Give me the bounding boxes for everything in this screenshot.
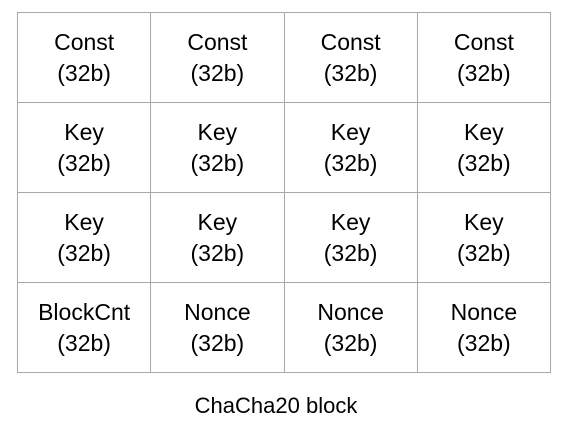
cell-name: Key: [464, 118, 504, 145]
cell-name: Key: [330, 208, 371, 235]
cell-key: Key (32b): [151, 193, 285, 283]
cell-const: Const (32b): [417, 13, 551, 103]
cell-name: Const: [187, 28, 248, 55]
cell-nonce: Nonce (32b): [284, 283, 418, 373]
chacha20-state-grid: Const (32b) Const (32b) Const (32b) Cons…: [17, 12, 551, 373]
cell-size: (32b): [323, 149, 378, 176]
cell-size: (32b): [323, 59, 378, 86]
cell-name: Nonce: [317, 298, 384, 325]
cell-key: Key (32b): [284, 103, 418, 193]
cell-key: Key (32b): [284, 193, 418, 283]
cell-size: (32b): [57, 59, 111, 86]
cell-name: BlockCnt: [38, 298, 131, 325]
cell-size: (32b): [323, 329, 378, 356]
cell-name: Key: [64, 118, 104, 145]
cell-size: (32b): [457, 239, 511, 266]
cell-size: (32b): [190, 239, 245, 266]
cell-block-counter: BlockCnt (32b): [18, 283, 152, 373]
cell-name: Const: [453, 28, 514, 55]
cell-size: (32b): [190, 329, 245, 356]
cell-size: (32b): [457, 59, 511, 86]
cell-size: (32b): [57, 329, 111, 356]
cell-name: Nonce: [184, 298, 251, 325]
cell-name: Nonce: [450, 298, 518, 325]
cell-key: Key (32b): [18, 193, 152, 283]
cell-size: (32b): [457, 329, 511, 356]
cell-key: Key (32b): [417, 103, 551, 193]
diagram-caption: ChaCha20 block: [194, 393, 358, 418]
cell-key: Key (32b): [18, 103, 152, 193]
cell-name: Const: [320, 28, 381, 55]
cell-name: Key: [464, 208, 504, 235]
cell-size: (32b): [190, 149, 245, 176]
cell-const: Const (32b): [284, 13, 418, 103]
cell-name: Key: [64, 208, 104, 235]
cell-name: Key: [197, 208, 238, 235]
cell-size: (32b): [57, 239, 111, 266]
cell-key: Key (32b): [417, 193, 551, 283]
cell-size: (32b): [57, 149, 111, 176]
cell-name: Key: [197, 118, 238, 145]
cell-name: Key: [330, 118, 371, 145]
cell-size: (32b): [323, 239, 378, 266]
cell-size: (32b): [190, 59, 245, 86]
cell-const: Const (32b): [18, 13, 152, 103]
cell-nonce: Nonce (32b): [151, 283, 285, 373]
cell-size: (32b): [457, 149, 511, 176]
cell-const: Const (32b): [151, 13, 285, 103]
cell-nonce: Nonce (32b): [417, 283, 551, 373]
cell-key: Key (32b): [151, 103, 285, 193]
cell-name: Const: [54, 28, 115, 55]
